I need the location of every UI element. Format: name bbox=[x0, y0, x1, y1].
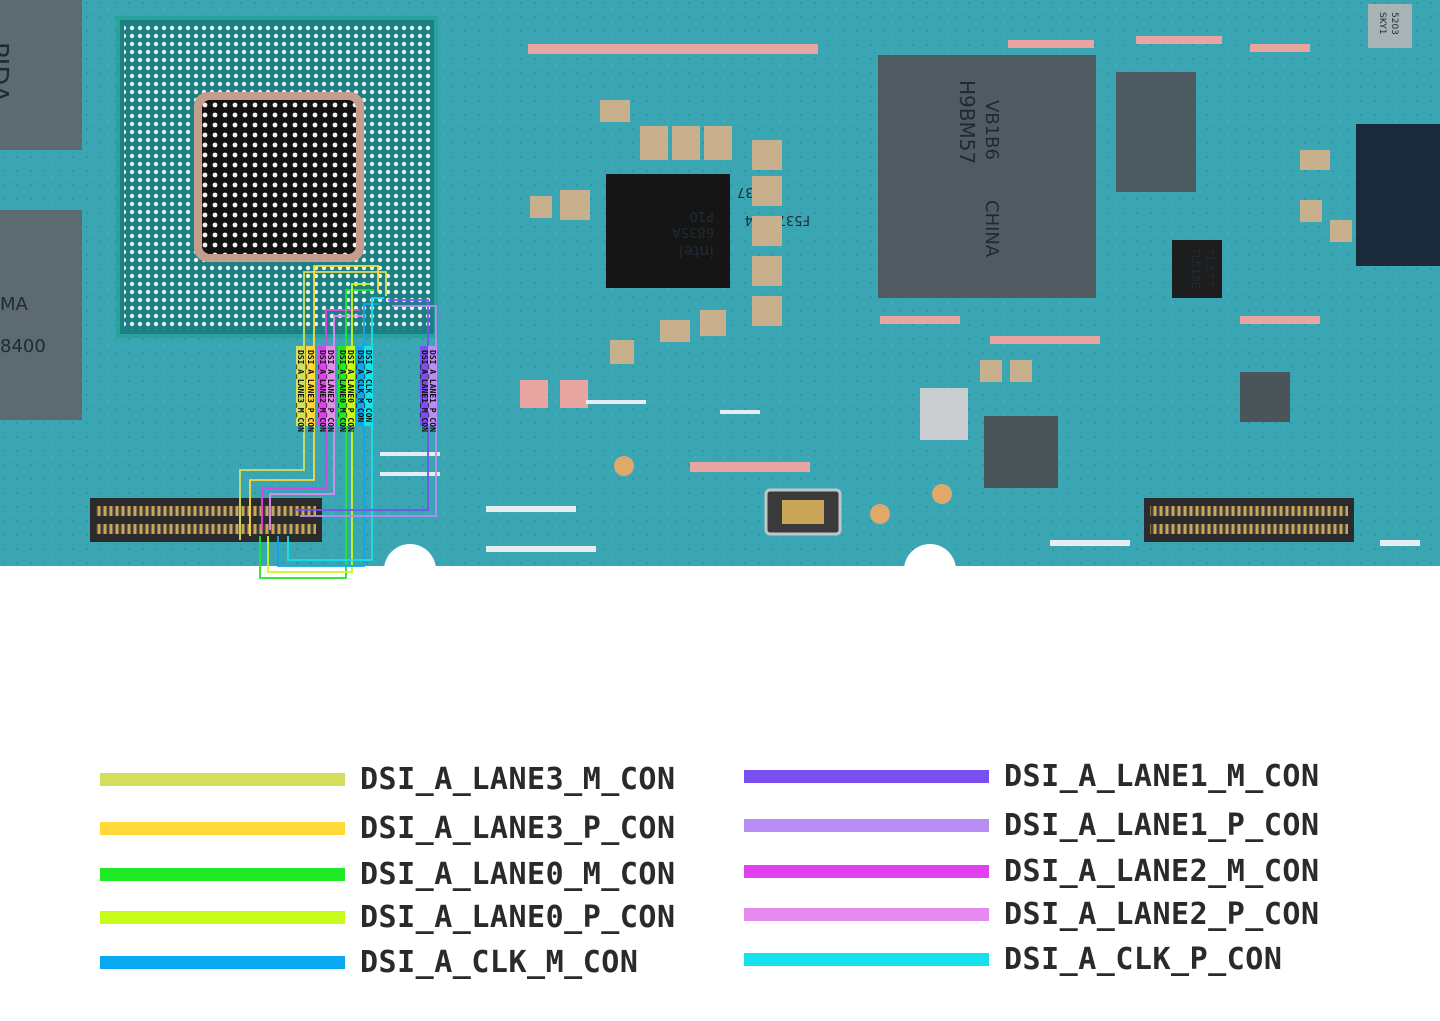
pcb-board: PIDA MA 8400 intel 6835A P10 F5376904 H1… bbox=[0, 0, 1440, 580]
legend-label: DSI_A_LANE3_P_CON bbox=[360, 811, 676, 846]
small-ic-text-2: T1 577 bbox=[1203, 247, 1216, 286]
net-tag-bg bbox=[364, 346, 373, 426]
memory-text-3: CHINA bbox=[981, 200, 1002, 258]
net-tag-bg bbox=[428, 346, 437, 426]
net-tag-bg bbox=[356, 346, 365, 426]
legend-label: DSI_A_CLK_M_CON bbox=[360, 945, 639, 980]
legend-label: DSI_A_LANE1_P_CON bbox=[1004, 808, 1320, 843]
net-tag-bg bbox=[296, 346, 305, 426]
corner-ic-text-1: SKY1 bbox=[1377, 12, 1387, 35]
legend-label: DSI_A_LANE0_P_CON bbox=[360, 900, 676, 935]
trace-lane0-m bbox=[259, 420, 347, 579]
net-tag-label: DSI_A_LANE0_P_CON bbox=[346, 350, 355, 432]
net-tag-bg bbox=[318, 346, 327, 426]
net-tag-bg bbox=[338, 346, 347, 426]
dsi-net-routing bbox=[239, 265, 437, 579]
small-ic-text-1: TL518E bbox=[1189, 247, 1202, 289]
net-tag-label: DSI_A_LANE3_M_CON bbox=[296, 350, 305, 432]
right-ic-dark bbox=[1356, 124, 1440, 266]
right-ic-1 bbox=[1116, 72, 1196, 192]
legend-label: DSI_A_LANE2_M_CON bbox=[1004, 854, 1320, 889]
net-tag-label: DSI_A_LANE1_P_CON bbox=[428, 350, 437, 432]
net-tag-label: DSI_A_LANE3_P_CON bbox=[306, 350, 315, 432]
left-ic-mid bbox=[0, 210, 82, 420]
corner-ic-text-2: 5203 bbox=[1389, 12, 1399, 35]
legend-swatch bbox=[100, 911, 345, 924]
trace-lane0-p bbox=[267, 420, 353, 573]
soc-text-1: intel bbox=[679, 242, 714, 261]
legend-swatch bbox=[100, 956, 345, 969]
legend-label: DSI_A_LANE3_M_CON bbox=[360, 762, 676, 797]
left-ic-top-text: PIDA bbox=[0, 42, 13, 103]
trace-lane1-m bbox=[296, 420, 429, 511]
soc-text-3: P10 bbox=[690, 208, 714, 223]
net-tag-label: DSI_A_LANE1_M_CON bbox=[420, 350, 429, 432]
trace-clk-p bbox=[287, 420, 373, 561]
passive-components bbox=[530, 100, 1352, 382]
legend-label: DSI_A_CLK_P_CON bbox=[1004, 942, 1283, 977]
display-connector bbox=[90, 498, 322, 542]
trace-clk-m bbox=[277, 420, 365, 567]
net-tag-bg bbox=[420, 346, 429, 426]
net-tag-bg bbox=[306, 346, 315, 426]
net-tag-bg bbox=[346, 346, 355, 426]
shield-can bbox=[920, 388, 968, 440]
net-tag-label: DSI_A_CLK_P_CON bbox=[364, 350, 373, 422]
legend-swatch bbox=[100, 773, 345, 786]
net-tag-label: DSI_A_LANE2_M_CON bbox=[318, 350, 327, 432]
legend-swatch bbox=[744, 770, 989, 783]
net-tag-label: DSI_A_LANE2_P_CON bbox=[326, 350, 335, 432]
legend-swatch bbox=[744, 953, 989, 966]
silkscreen-traces bbox=[380, 400, 1420, 552]
trace-lane3-p bbox=[249, 420, 315, 536]
trace-lane1-p bbox=[300, 420, 437, 517]
legend-label: DSI_A_LANE2_P_CON bbox=[1004, 897, 1320, 932]
net-tag-bg bbox=[326, 346, 335, 426]
corner-ic bbox=[1368, 4, 1412, 48]
memory-text-1: H9BM57 bbox=[955, 80, 979, 164]
soc-chip bbox=[606, 174, 730, 288]
qfn-chip-2 bbox=[1240, 372, 1290, 422]
memory-chip bbox=[878, 55, 1096, 298]
gold-pads bbox=[614, 456, 952, 524]
net-tag-label: DSI_A_CLK_M_CON bbox=[356, 350, 365, 422]
legend-label: DSI_A_LANE0_M_CON bbox=[360, 857, 676, 892]
legend-swatch bbox=[744, 908, 989, 921]
trace-lane2-p bbox=[269, 420, 335, 530]
copper-pads bbox=[520, 36, 1320, 472]
net-tag-label: DSI_A_LANE0_M_CON bbox=[338, 350, 347, 432]
left-ic-mid-text-2: 8400 bbox=[0, 336, 46, 357]
legend-swatch bbox=[100, 822, 345, 835]
legend-swatch bbox=[744, 819, 989, 832]
left-ic-top bbox=[0, 0, 82, 150]
left-ic-mid-text-1: MA bbox=[0, 294, 29, 315]
right-connector bbox=[1144, 498, 1354, 542]
small-ic bbox=[1172, 240, 1222, 298]
legend-swatch bbox=[744, 865, 989, 878]
qfn-chip bbox=[984, 416, 1058, 488]
trace-lane3-m bbox=[239, 420, 305, 540]
memory-text-2: VB1B6 bbox=[981, 100, 1002, 160]
trace-lane2-m bbox=[261, 420, 327, 530]
legend-swatch bbox=[100, 868, 345, 881]
legend-label: DSI_A_LANE1_M_CON bbox=[1004, 759, 1320, 794]
soc-text-2: 6835A bbox=[672, 224, 714, 239]
